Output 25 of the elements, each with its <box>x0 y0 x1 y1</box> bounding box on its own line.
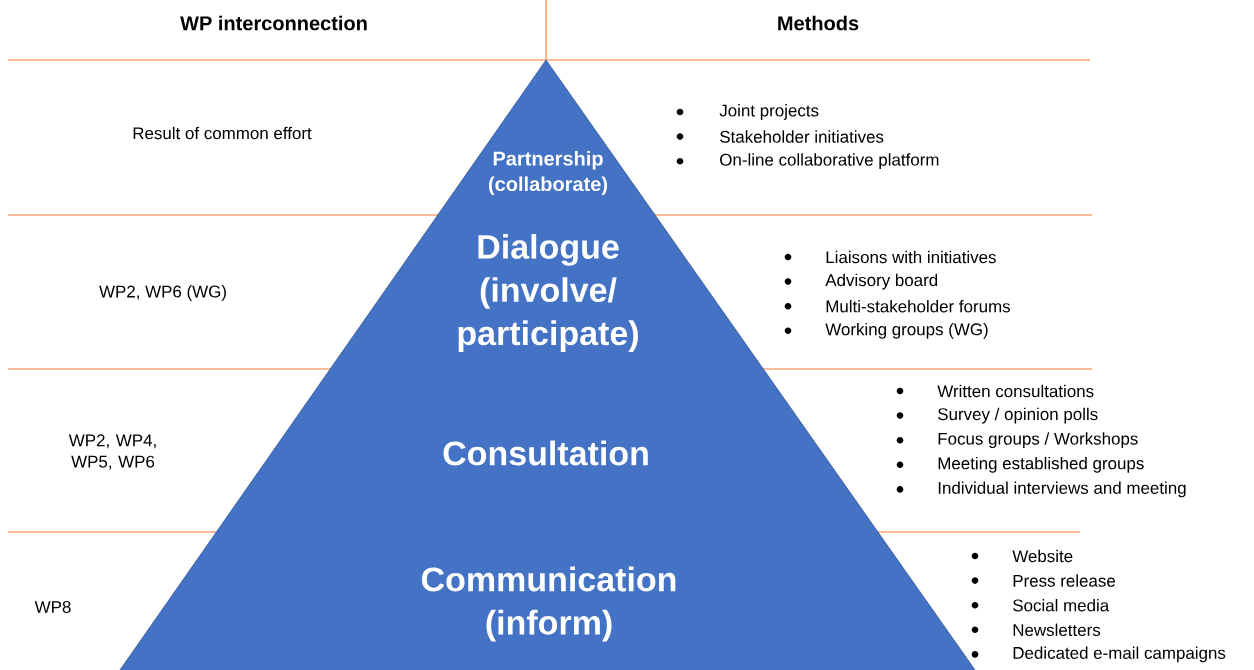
bullet-item: Advisory board <box>784 273 938 290</box>
bullet-item: Working groups (WG) <box>784 322 988 339</box>
bullet-item: Stakeholder initiatives <box>676 130 884 143</box>
bullet-item: Liaisons with initiatives <box>784 250 996 264</box>
bullet-item: Multi-stakeholder forums <box>784 299 1010 313</box>
bullet-item: Survey / opinion polls <box>896 407 1098 424</box>
bullet-item: Joint projects <box>676 104 819 120</box>
bullet-item: Meeting established groups <box>896 456 1144 473</box>
wp-label: WP8 <box>34 601 71 613</box>
pyramid-band: Partnership (collaborate) <box>437 59 656 216</box>
pyramid-band: Consultation <box>216 368 879 533</box>
node-label: Dialogue (involve/ participate) <box>458 233 638 353</box>
wp-label: Result of common effort <box>133 126 312 140</box>
node-label: Communication (inform) <box>421 566 676 642</box>
column-header: WP interconnection <box>180 15 367 31</box>
column-header: Methods <box>778 15 859 31</box>
wp-label: WP2, WP4, WP5, WP6 <box>68 434 156 470</box>
bullet-item: Focus groups / Workshops <box>896 432 1138 449</box>
pyramid-band: Communication (inform) <box>119 531 976 670</box>
bullet-item: On-line collaborative platform <box>676 153 939 170</box>
node-label: Partnership (collaborate) <box>489 150 608 196</box>
wp-label: WP2, WP6 (WG) <box>99 285 226 301</box>
bullet-item: Written consultations <box>896 384 1094 398</box>
node-label: Consultation <box>443 440 648 466</box>
bullet-item: Individual interviews and meeting <box>896 481 1186 498</box>
